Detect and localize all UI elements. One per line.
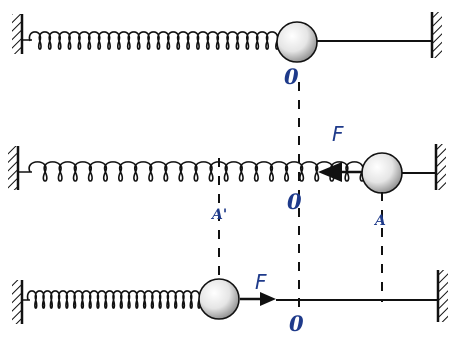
force-label-middle: F (332, 122, 344, 146)
equilibrium-label-top: 0 (284, 64, 299, 89)
left-wall-bottom (12, 280, 24, 324)
right-wall-middle (434, 144, 446, 190)
spring-bottom (26, 290, 201, 309)
reference-lines (218, 82, 383, 312)
equilibrium-label-bottom: 0 (289, 311, 304, 336)
amplitude-label-left: A' (212, 207, 228, 223)
left-wall-middle (8, 146, 20, 190)
force-arrow-bottom-head (260, 292, 276, 306)
row-equilibrium (12, 12, 442, 63)
ball-top (276, 21, 318, 63)
equilibrium-label-middle: 0 (287, 189, 302, 214)
amplitude-label-right: A (375, 213, 386, 229)
right-wall-top (430, 12, 442, 58)
ball-bottom (198, 278, 240, 320)
force-label-bottom: F (255, 270, 267, 294)
spring-top (28, 31, 279, 50)
left-wall-top (12, 14, 24, 54)
force-arrow-middle-head (318, 162, 342, 182)
ball-middle (361, 152, 403, 194)
row-stretched (8, 144, 446, 194)
row-compressed (12, 270, 448, 324)
right-wall-bottom (436, 270, 448, 322)
spring-middle (28, 161, 365, 182)
